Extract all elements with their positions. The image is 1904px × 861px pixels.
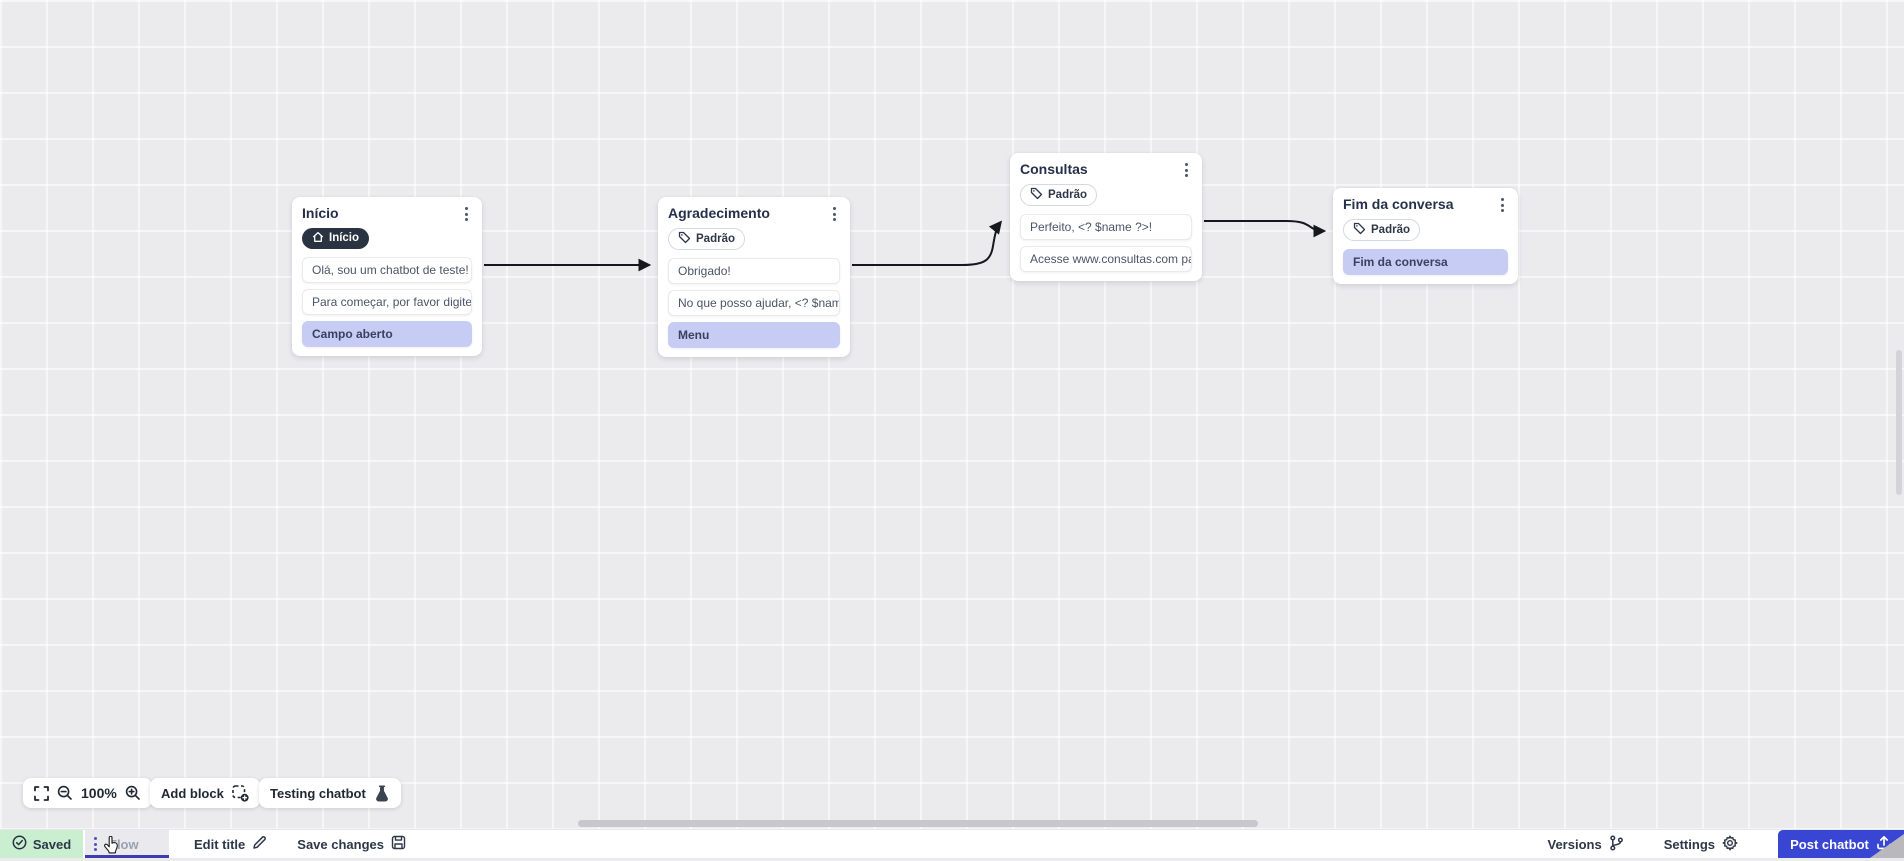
- node-badge: Padrão: [668, 228, 745, 250]
- tag-icon: [1353, 222, 1366, 239]
- flow-tab-label: Flow: [109, 836, 139, 852]
- branch-icon: [1609, 834, 1624, 854]
- post-chatbot-label: Post chatbot: [1790, 836, 1869, 852]
- edge-agradecimento-consultas: [852, 220, 1003, 266]
- gear-icon: [1722, 835, 1738, 854]
- add-block-button[interactable]: Add block: [150, 778, 260, 808]
- tag-icon: [1030, 187, 1043, 204]
- save-changes-label: Save changes: [297, 836, 384, 852]
- settings-label: Settings: [1663, 836, 1715, 852]
- badge-label: Padrão: [1048, 188, 1087, 201]
- status-bar: Saved Flow Edit title Save changes Versi…: [0, 829, 1904, 858]
- flask-icon: [374, 785, 390, 802]
- zoom-toolbar: 100%: [23, 778, 152, 808]
- save-icon: [391, 835, 406, 853]
- edge-consultas-fim: [1204, 220, 1327, 238]
- node-badge-start: Início: [302, 228, 370, 249]
- pencil-icon: [252, 835, 267, 853]
- node-fim-da-conversa[interactable]: Fim da conversa Padrão Fim da conversa: [1333, 188, 1518, 284]
- node-consultas[interactable]: Consultas Padrão Perfeito, <? $name ?>! …: [1010, 153, 1202, 281]
- add-block-label: Add block: [161, 785, 224, 801]
- kebab-menu-icon[interactable]: [461, 205, 472, 223]
- vertical-scrollbar[interactable]: [1896, 350, 1902, 495]
- check-circle-icon: [12, 835, 27, 853]
- node-title: Início: [302, 205, 339, 221]
- block-input[interactable]: Menu: [668, 322, 840, 348]
- zoom-out-icon[interactable]: [57, 785, 73, 801]
- block-input[interactable]: Campo aberto: [302, 321, 472, 347]
- flow-canvas[interactable]: Início Início Olá, sou um chatbot de tes…: [0, 0, 1904, 829]
- horizontal-scrollbar[interactable]: [578, 820, 1258, 827]
- testing-chatbot-label: Testing chatbot: [270, 785, 366, 801]
- node-badge: Padrão: [1020, 184, 1097, 206]
- tab-flow[interactable]: Flow: [85, 830, 169, 858]
- add-block-icon: [232, 784, 249, 802]
- fullscreen-icon[interactable]: [34, 785, 49, 801]
- node-title: Fim da conversa: [1343, 196, 1454, 212]
- home-icon: [312, 231, 324, 247]
- block-text[interactable]: No que posso ajudar, <? $name ...: [668, 290, 840, 316]
- node-inicio[interactable]: Início Início Olá, sou um chatbot de tes…: [292, 197, 482, 356]
- block-end[interactable]: Fim da conversa: [1343, 249, 1508, 275]
- edit-title-button[interactable]: Edit title: [194, 830, 267, 858]
- node-agradecimento[interactable]: Agradecimento Padrão Obrigado! No que po…: [658, 197, 850, 357]
- edit-title-label: Edit title: [194, 836, 246, 852]
- node-badge: Padrão: [1343, 219, 1420, 241]
- testing-chatbot-button[interactable]: Testing chatbot: [259, 778, 401, 808]
- saved-label: Saved: [32, 836, 72, 852]
- settings-button[interactable]: Settings: [1664, 835, 1738, 854]
- versions-button[interactable]: Versions: [1547, 834, 1624, 854]
- block-text[interactable]: Acesse www.consultas.com par...: [1020, 246, 1192, 272]
- post-chatbot-button[interactable]: Post chatbot: [1778, 830, 1904, 858]
- badge-label: Padrão: [1371, 223, 1410, 236]
- badge-label: Padrão: [696, 232, 735, 245]
- node-title: Agradecimento: [668, 205, 770, 221]
- connection-edges: [484, 220, 1327, 272]
- save-changes-button[interactable]: Save changes: [297, 830, 406, 858]
- zoom-in-icon[interactable]: [125, 785, 141, 801]
- kebab-menu-icon[interactable]: [829, 205, 840, 223]
- kebab-menu-icon[interactable]: [1497, 196, 1508, 214]
- block-text[interactable]: Perfeito, <? $name ?>!: [1020, 214, 1192, 240]
- versions-label: Versions: [1547, 836, 1602, 852]
- tag-icon: [678, 231, 691, 248]
- zoom-level: 100%: [81, 785, 117, 801]
- kebab-menu-icon[interactable]: [1181, 161, 1192, 179]
- flow-menu-icon[interactable]: [94, 837, 97, 851]
- saved-status-badge: Saved: [0, 830, 85, 858]
- node-title: Consultas: [1020, 161, 1088, 177]
- block-text[interactable]: Obrigado!: [668, 258, 840, 284]
- block-text[interactable]: Olá, sou um chatbot de teste!: [302, 257, 472, 283]
- block-text[interactable]: Para começar, por favor digite o ...: [302, 289, 472, 315]
- badge-label: Início: [329, 232, 360, 244]
